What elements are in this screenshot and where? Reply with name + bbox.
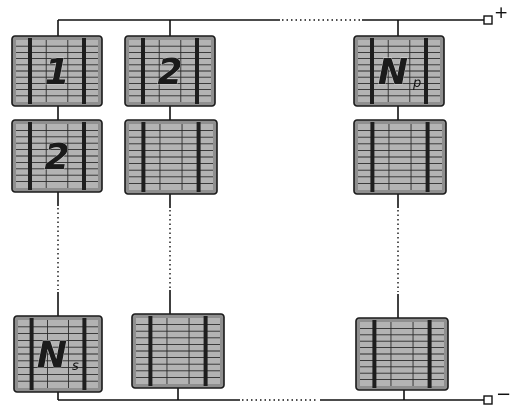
solar-cell <box>124 119 218 195</box>
solar-cell: 2 <box>124 35 216 107</box>
solar-cell <box>353 119 447 195</box>
solar-cell: 1 <box>11 35 103 107</box>
cell-label: N <box>37 335 67 376</box>
cell-subscript: s <box>72 359 79 374</box>
cell-label: 2 <box>44 137 69 178</box>
cell-label: 2 <box>157 52 182 93</box>
cell-label: N <box>378 52 408 93</box>
cell-string: 2 <box>124 35 225 389</box>
positive-bus <box>57 15 493 36</box>
positive-terminal <box>483 15 493 25</box>
solar-cell: 2 <box>11 119 103 193</box>
cell-subscript: p <box>412 76 421 91</box>
solar-cell <box>131 313 225 389</box>
negative-terminal <box>483 395 493 405</box>
positive-sign: + <box>494 3 508 23</box>
negative-bus <box>57 388 493 405</box>
negative-sign: − <box>496 384 511 405</box>
solar-cell <box>355 317 449 391</box>
cell-label: 1 <box>44 52 69 93</box>
